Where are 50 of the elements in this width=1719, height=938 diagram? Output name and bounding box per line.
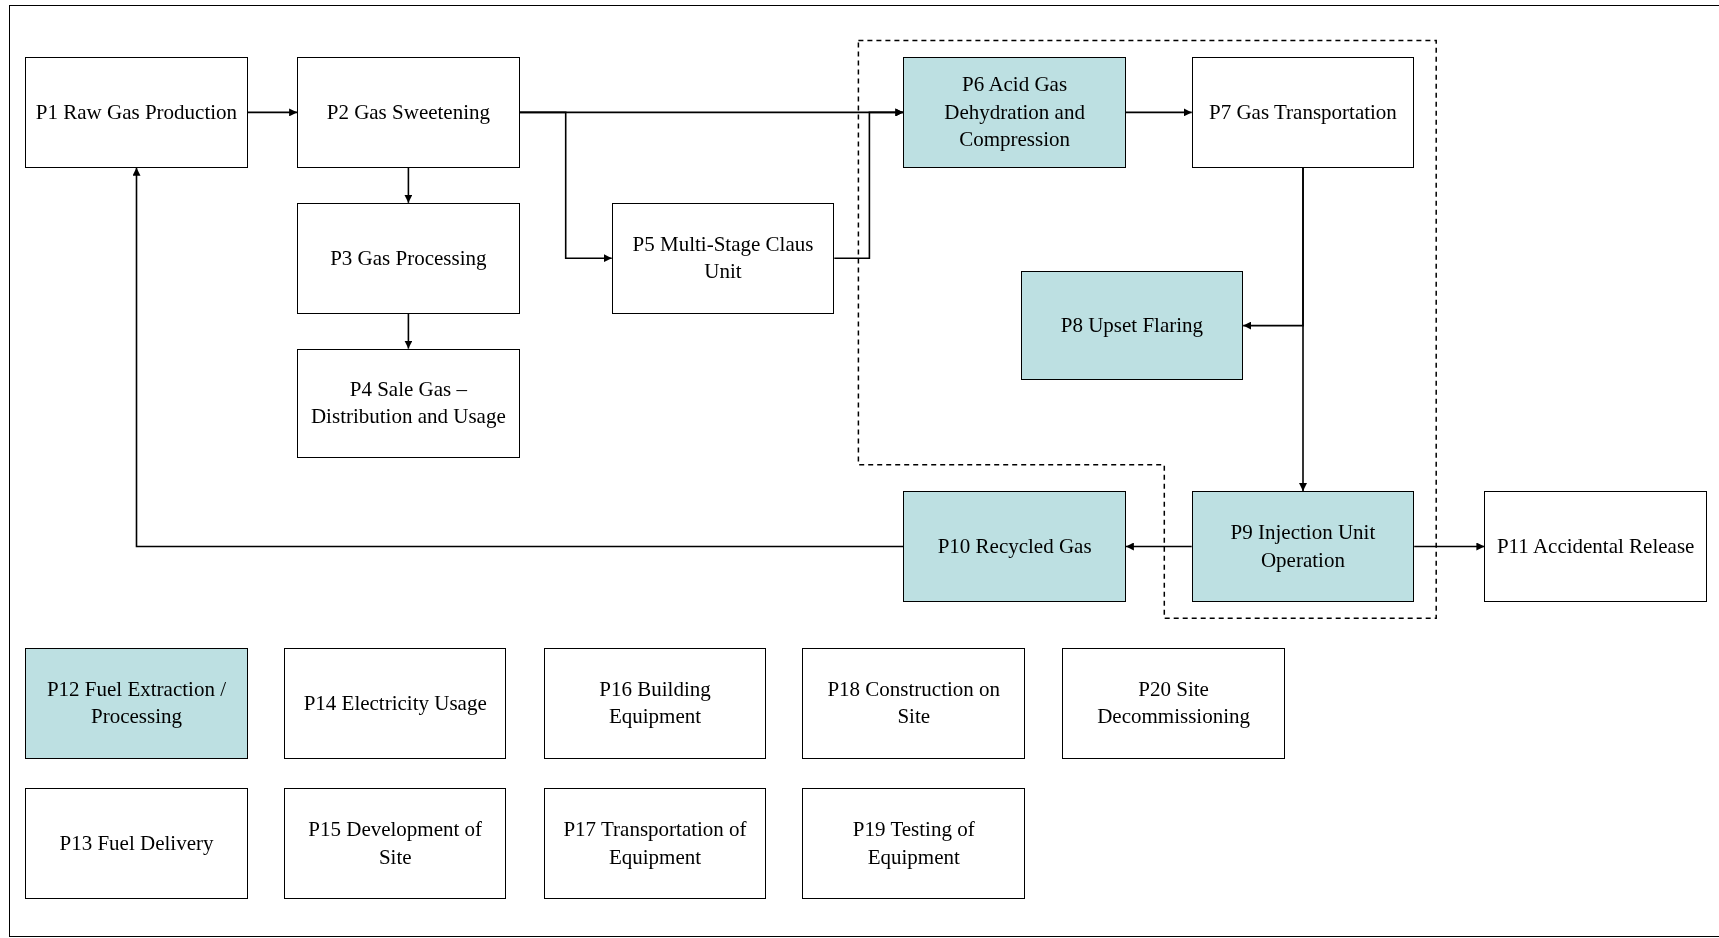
process-label: P14 Electricity Usage — [303, 689, 487, 717]
process-label: P1 Raw Gas Production — [35, 98, 238, 126]
process-box — [25, 788, 248, 899]
process-label: P4 Sale Gas – Distribution and Usage — [309, 376, 507, 431]
process-label: P6 Acid Gas Dehydration and Compression — [943, 71, 1086, 153]
process-label: P15 Development of Site — [307, 816, 484, 871]
process-label: P20 Site Decommissioning — [1096, 675, 1251, 731]
process-box — [1062, 647, 1285, 759]
process-box — [1484, 491, 1707, 602]
process-box — [802, 647, 1026, 759]
process-box — [283, 647, 507, 759]
process-box — [297, 348, 520, 459]
arrow — [1413, 542, 1486, 551]
process-label: P5 Multi-Stage Claus Unit — [631, 230, 815, 286]
process-label: P10 Recycled Gas — [937, 532, 1092, 560]
process-label: P12 Fuel Extraction / Processing — [45, 675, 227, 731]
process-box — [297, 57, 520, 168]
process-box — [297, 202, 520, 314]
process-box — [543, 647, 767, 759]
process-box — [25, 647, 248, 759]
process-label: P18 Construction on Site — [826, 675, 1002, 731]
arrow — [404, 166, 413, 204]
process-label: P2 Gas Sweetening — [326, 98, 491, 126]
process-label: P16 Building Equipment — [598, 675, 712, 731]
process-box — [903, 491, 1126, 602]
process-box — [25, 57, 248, 168]
arrow — [132, 166, 905, 548]
process-box — [611, 202, 835, 314]
process-box — [903, 57, 1126, 168]
arrow — [1125, 542, 1193, 551]
process-label: P19 Testing of Equipment — [851, 816, 976, 871]
process-box — [543, 788, 767, 899]
process-label: P11 Accidental Release — [1496, 532, 1695, 560]
arrow — [247, 108, 298, 117]
process-box — [1191, 57, 1415, 168]
arrow — [1299, 166, 1307, 492]
arrow — [833, 108, 905, 259]
process-box — [1020, 270, 1244, 381]
process-label: P13 Fuel Delivery — [59, 829, 214, 857]
process-box — [802, 788, 1026, 899]
process-box — [1191, 491, 1415, 602]
process-label: P17 Transportation of Equipment — [562, 816, 748, 871]
arrow — [404, 312, 413, 350]
process-label: P7 Gas Transportation — [1209, 98, 1397, 126]
process-label: P8 Upset Flaring — [1060, 311, 1204, 339]
process-label: P3 Gas Processing — [330, 244, 487, 272]
process-label: P9 Injection Unit Operation — [1229, 519, 1377, 574]
arrow — [518, 111, 613, 263]
arrow — [1125, 108, 1193, 117]
process-box — [283, 788, 507, 899]
